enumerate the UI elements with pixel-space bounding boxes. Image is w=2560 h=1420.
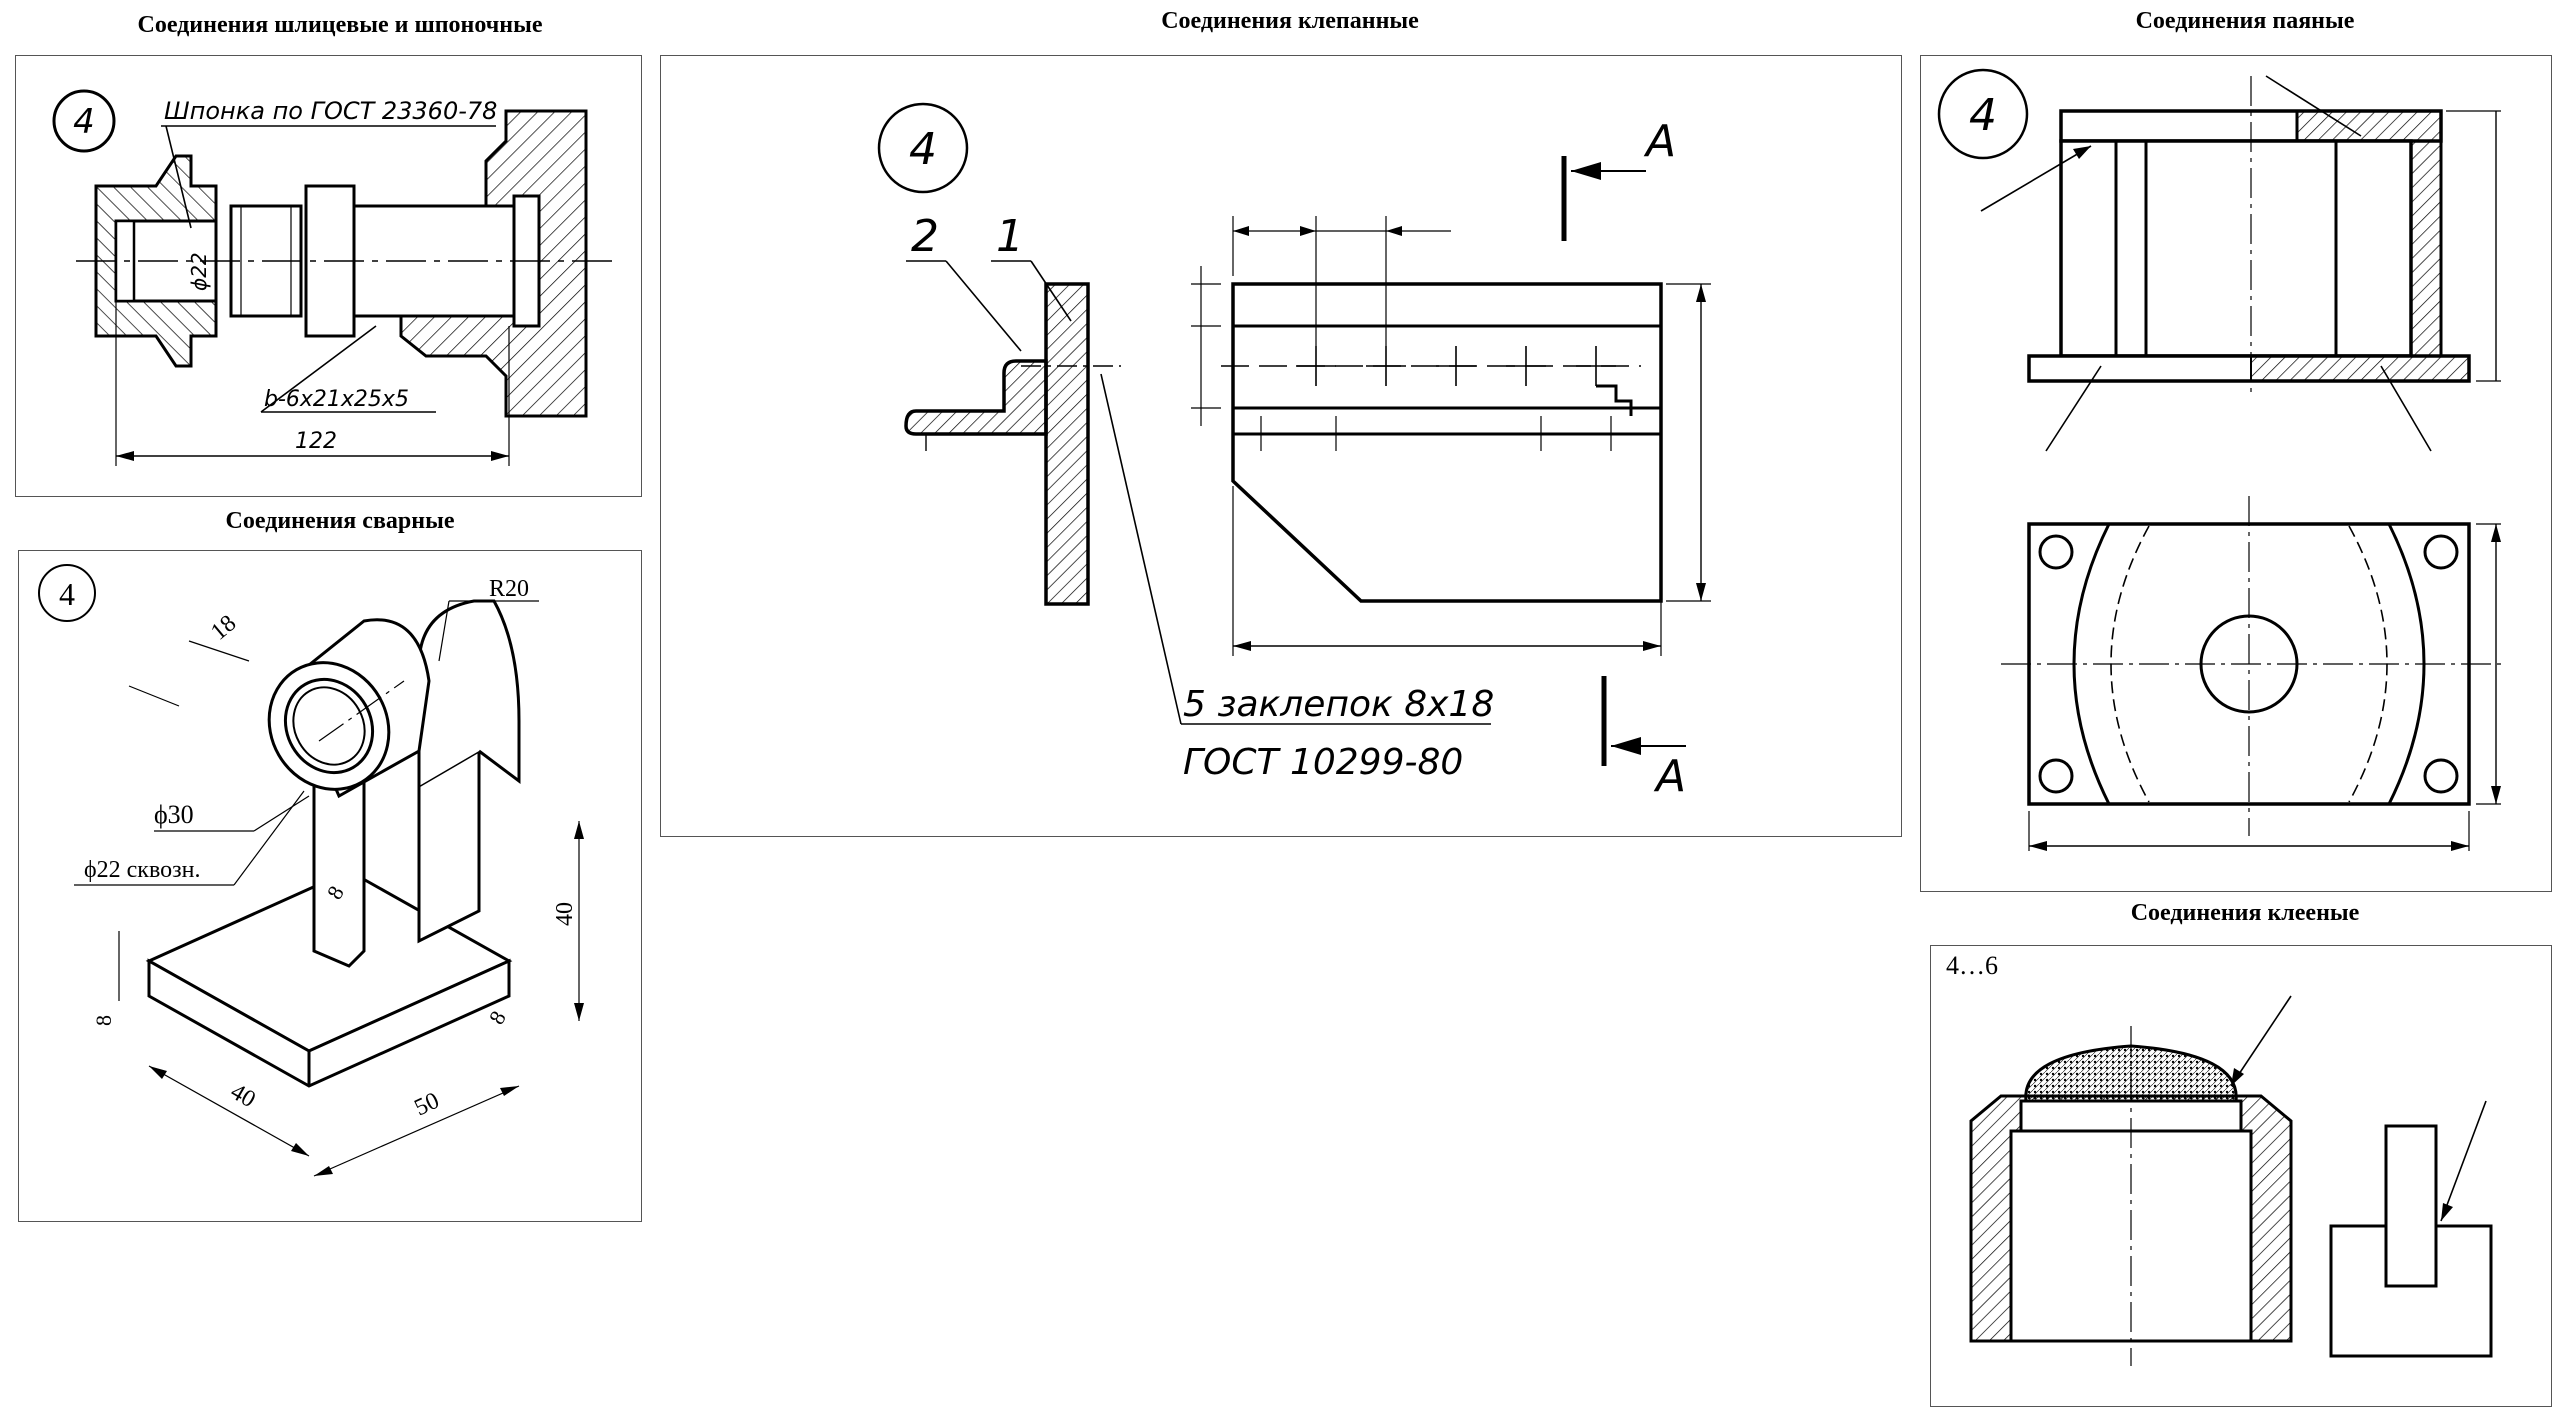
- boss-hole: [283, 677, 375, 775]
- badge-circle: [52, 89, 116, 153]
- dim-8-base-label: 8: [91, 1015, 116, 1026]
- panel-riveted: 4 2 1 5 заклепок 8x18 ГОСТ 10299-80: [660, 55, 1902, 837]
- dim-40-h-label: 40: [552, 902, 578, 926]
- riveted-drawing: 4 2 1 5 заклепок 8x18 ГОСТ 10299-80: [877, 102, 1711, 802]
- badge-label: 4: [73, 102, 95, 142]
- section-a-top: A: [1643, 116, 1676, 167]
- dim-50-label: 50: [411, 1088, 444, 1122]
- radius-label: R20: [489, 576, 529, 602]
- panel-spline-key: 4 Шпонка по ГОСТ 23360-78 ϕ22 b-6x21x25x…: [15, 55, 642, 497]
- title-glued: Соединения клееные: [2130, 900, 2360, 926]
- key-leader: [165, 125, 192, 229]
- badge-label: 4: [59, 576, 75, 612]
- dim-40-len-label: 40: [226, 1079, 260, 1114]
- dia-22-label: ϕ22 сквозн.: [84, 857, 200, 883]
- length-label: 122: [295, 429, 337, 454]
- title-riveted: Соединения клепанные: [1161, 8, 1419, 34]
- angle-section: [904, 359, 1048, 436]
- title-spline-key: Соединения шлицевые и шпоночные: [137, 12, 543, 38]
- badge-circle: [38, 564, 96, 622]
- soldered-body: [2059, 139, 2413, 358]
- badge-circle: [1937, 68, 2029, 160]
- title-soldered: Соединения паяные: [2135, 8, 2355, 34]
- position-2: 2: [911, 211, 939, 262]
- panel-welded: 4 R20 18 ϕ30 ϕ22 сквозн. 8 40 8 8 40: [18, 550, 642, 1222]
- rivet-leader: [1100, 373, 1182, 725]
- cup-leader: [2230, 995, 2292, 1087]
- badge-label: 4: [909, 124, 937, 175]
- plate-section: [1044, 282, 1090, 606]
- badge-label: 4: [1969, 90, 1997, 141]
- dim-18-label: 18: [206, 610, 241, 645]
- welded-drawing: 4 R20 18 ϕ30 ϕ22 сквозн. 8 40 8 8 40: [38, 564, 584, 1177]
- dim-8-side-label: 8: [484, 1006, 511, 1028]
- title-welded: Соединения сварные: [225, 508, 455, 534]
- rivet-note: 5 заклепок 8x18: [1183, 684, 1494, 725]
- front-view-body: [1231, 282, 1663, 603]
- key-note: Шпонка по ГОСТ 23360-78: [164, 97, 497, 125]
- section-a-bottom: A: [1653, 751, 1686, 802]
- badge-label: 4…6: [1946, 951, 1998, 980]
- soldered-drawing: 4: [1937, 68, 2501, 851]
- t-stem: [2384, 1124, 2438, 1288]
- spline-leader: [260, 325, 377, 413]
- rib: [312, 779, 366, 968]
- position-1: 1: [996, 211, 1024, 262]
- t-leader: [2440, 1100, 2487, 1222]
- spline-note: b-6x21x25x5: [264, 387, 409, 412]
- panel-glued: 4…6: [1930, 945, 2552, 1407]
- panel-soldered: 4: [1920, 55, 2552, 892]
- rivet-standard: ГОСТ 10299-80: [1183, 742, 1463, 783]
- dia-30-label: ϕ30: [154, 800, 194, 829]
- spline-key-drawing: 4 Шпонка по ГОСТ 23360-78 ϕ22 b-6x21x25x…: [52, 89, 616, 466]
- diameter-label: ϕ22: [187, 252, 211, 291]
- badge-circle: [877, 102, 969, 194]
- upright-plate: [417, 748, 481, 944]
- rivet-marks: [1296, 346, 1616, 386]
- glued-drawing: 4…6: [1946, 951, 2493, 1366]
